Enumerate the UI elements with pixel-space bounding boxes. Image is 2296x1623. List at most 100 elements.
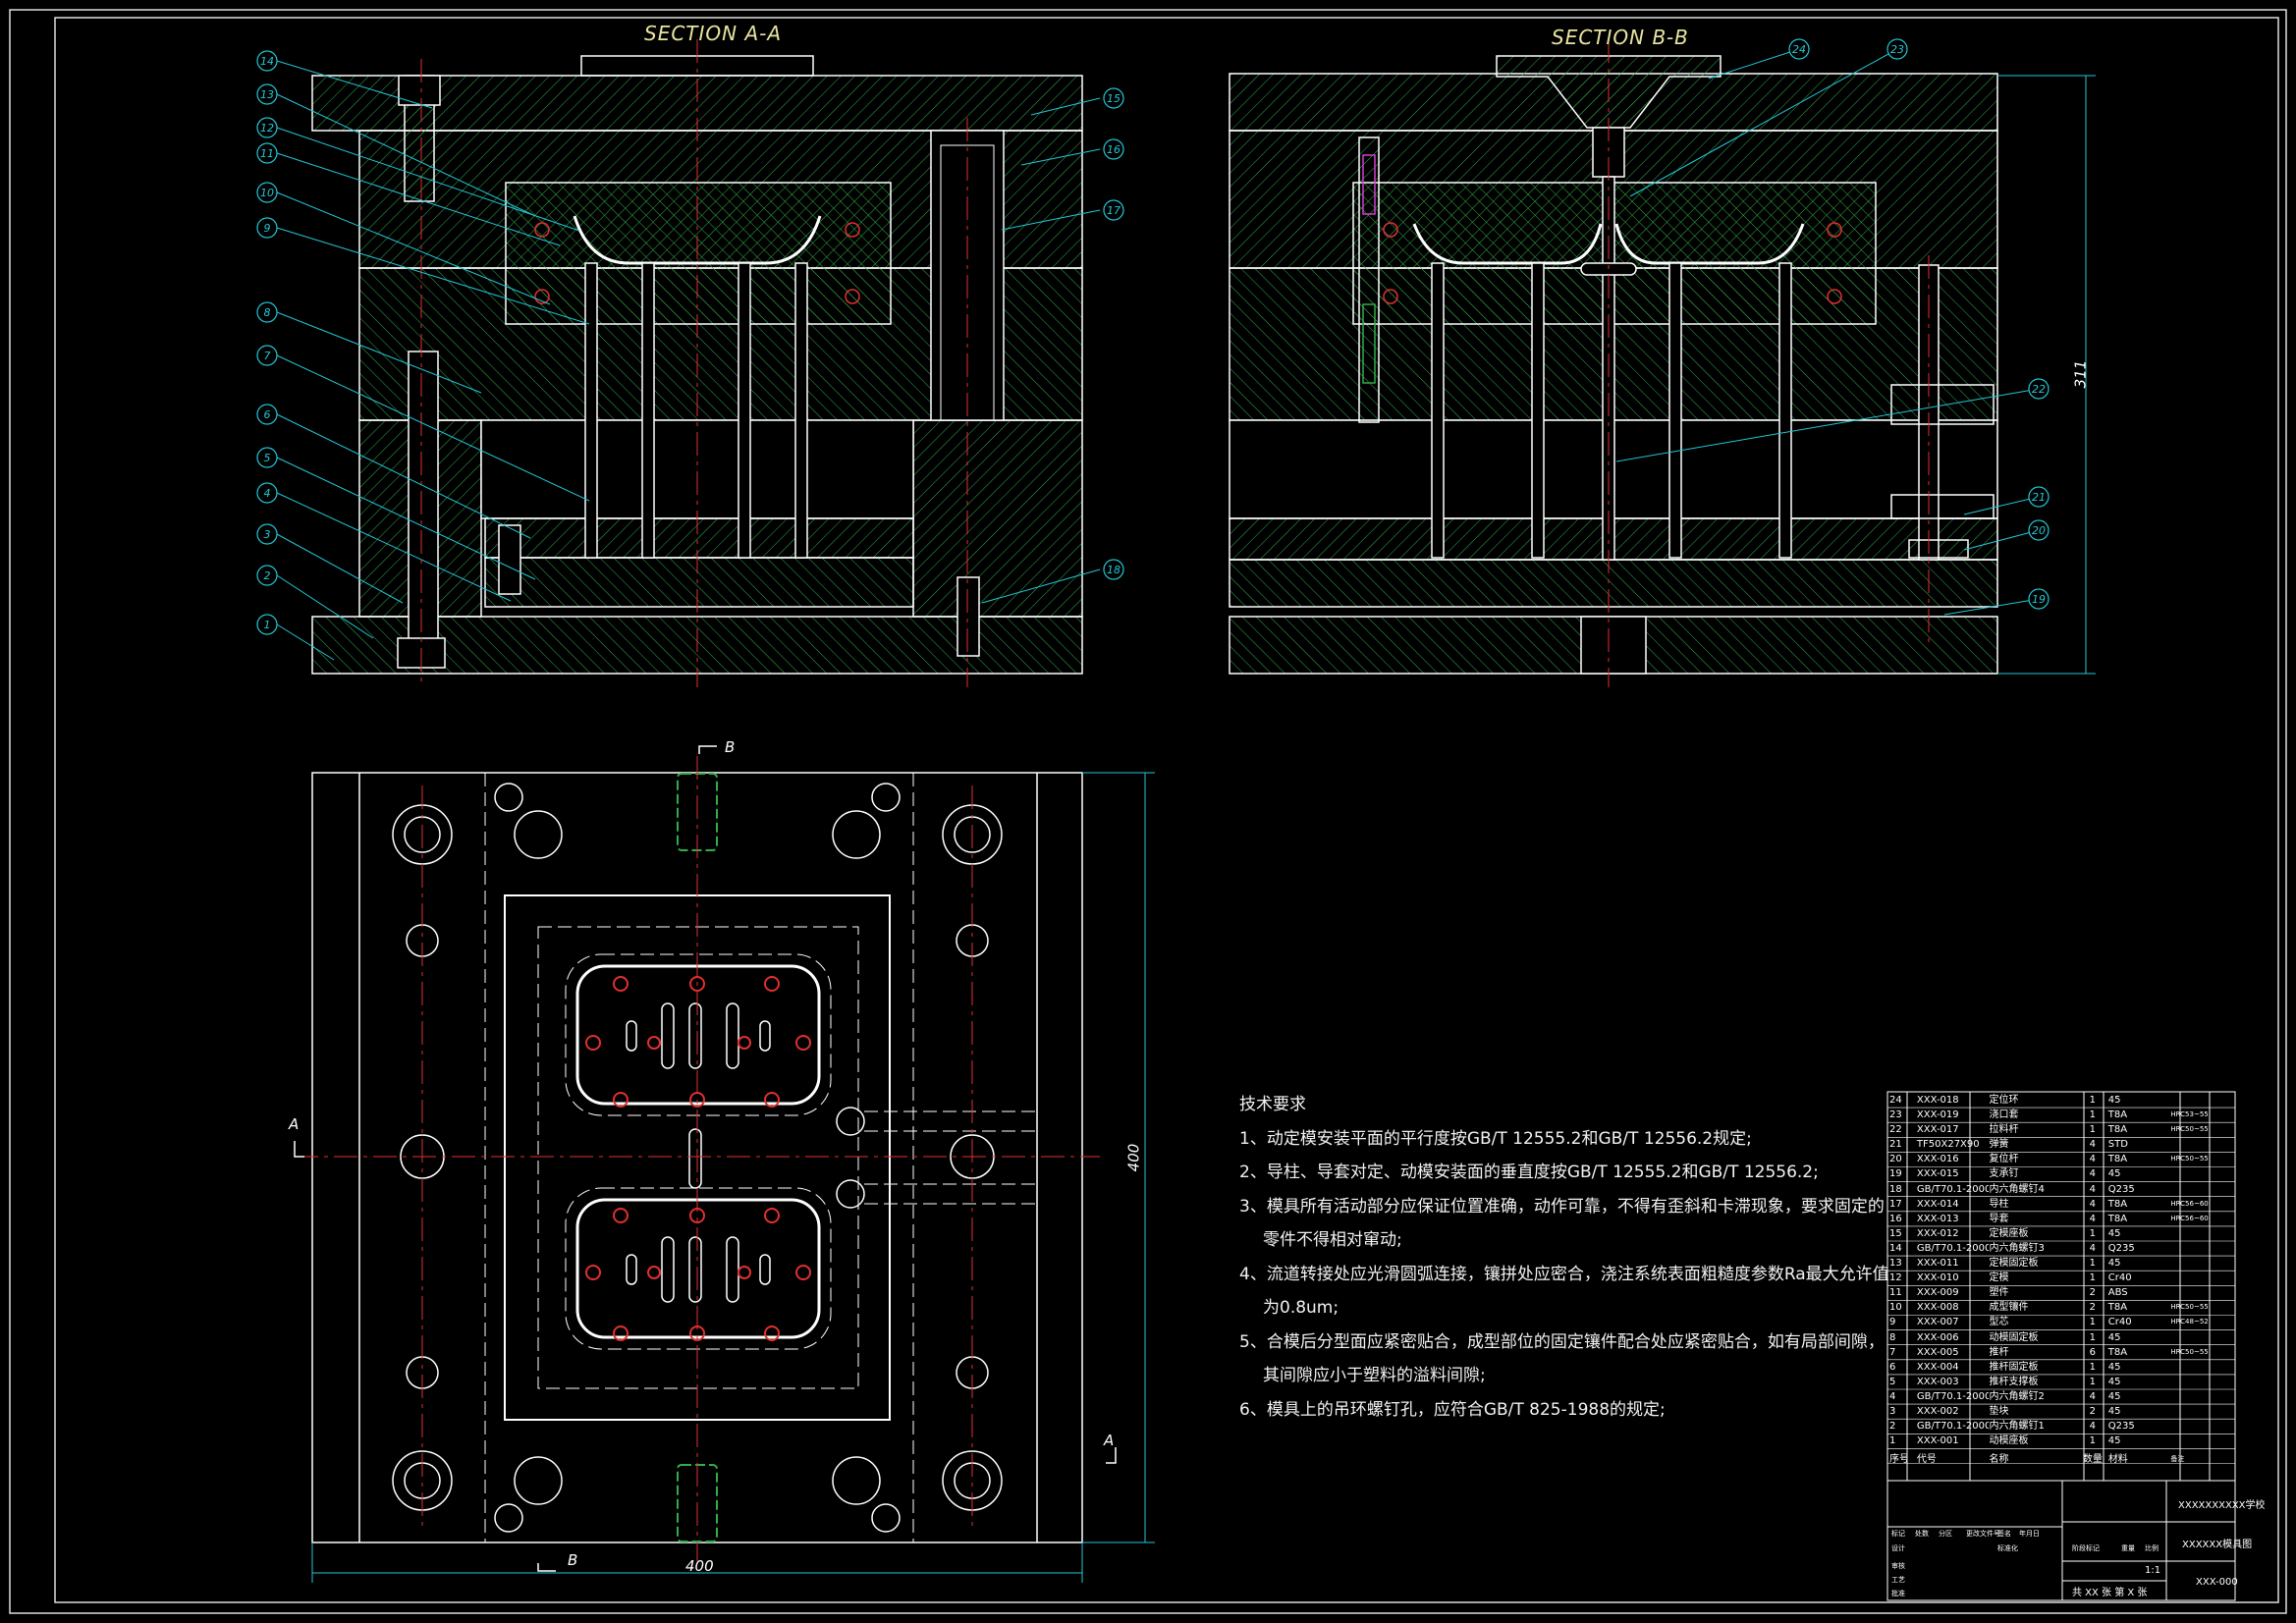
title-scale: 1:1 xyxy=(2145,1565,2161,1576)
bom-cell-qty: 1 xyxy=(2089,1109,2097,1121)
title-block-label: 设计 xyxy=(1891,1544,1905,1552)
bom-grid xyxy=(1886,1091,2236,1601)
balloon-number: 6 xyxy=(264,408,271,421)
bom-cell-no: 19 xyxy=(1889,1168,1902,1180)
bom-cell-qty: 1 xyxy=(2089,1124,2097,1136)
bom-cell-mat: Q235 xyxy=(2107,1421,2135,1433)
bom-cell-no: 20 xyxy=(1889,1154,1902,1165)
bom-cell-no: 21 xyxy=(1889,1139,1902,1151)
balloon-number: 1 xyxy=(264,619,271,631)
title-school: XXXXXXXXXX学校 xyxy=(2178,1500,2266,1511)
balloon-circle xyxy=(1103,559,1124,580)
balloon-number: 21 xyxy=(2032,491,2046,504)
section-aa-view xyxy=(276,39,1101,687)
bom-cell-rem xyxy=(2170,1166,2235,1181)
technical-requirements-heading: 技术要求 xyxy=(1239,1095,1306,1114)
bom-cell-rem xyxy=(2170,1404,2235,1419)
bom-cell-mat: 45 xyxy=(2107,1331,2121,1343)
balloon-circle xyxy=(256,482,278,504)
balloon-circle xyxy=(256,83,278,105)
tech-req-item: 6、模具上的吊环螺钉孔，应符合GB/T 825-1988的规定; xyxy=(1239,1399,1666,1420)
bom-cell-name: 内六角螺钉2 xyxy=(1989,1390,2045,1402)
bom-cell-mat: 45 xyxy=(2107,1095,2121,1106)
bom-header-rem: 备注 xyxy=(2170,1455,2185,1463)
bom-cell-name: 内六角螺钉1 xyxy=(1989,1421,2045,1433)
bom-cell-name: 弹簧 xyxy=(1989,1139,2009,1151)
bom-cell-name: 定模座板 xyxy=(1989,1227,2029,1239)
bom-cell-name: 定模 xyxy=(1989,1272,2009,1284)
bom-cell-no: 3 xyxy=(1889,1405,1896,1417)
balloon-circle xyxy=(1886,38,1908,60)
bom-cell-no: 13 xyxy=(1889,1258,1902,1270)
tech-req-item: 4、流道转接处应光滑圆弧连接，镶拼处应密合，浇注系统表面粗糙度参数Ra最大允许值 xyxy=(1239,1264,1889,1284)
balloon-circle xyxy=(256,182,278,203)
bom-cell-rem xyxy=(2170,1093,2235,1108)
balloon-number: 19 xyxy=(2032,593,2046,606)
bom-cell-mat: STD xyxy=(2107,1139,2128,1151)
bom-cell-qty: 4 xyxy=(2089,1242,2097,1254)
bom-header-row: 序号 代号 名称 数量 材料 备注 xyxy=(1887,1452,2235,1467)
bom-cell-mat: 45 xyxy=(2107,1258,2121,1270)
bom-cell-qty: 1 xyxy=(2089,1435,2097,1447)
bom-cell-name: 内六角螺钉4 xyxy=(1989,1183,2045,1195)
bom-cell-mat: T8A xyxy=(2107,1213,2128,1224)
balloon-number: 16 xyxy=(1107,143,1121,156)
balloon-number: 23 xyxy=(1890,43,1904,56)
title-block-label: 签名 xyxy=(1997,1530,2011,1538)
section-marker-b-bottom: B xyxy=(568,1551,578,1569)
bom-cell-code: XXX-007 xyxy=(1916,1317,1959,1328)
title-block-label: 更改文件号 xyxy=(1966,1530,2000,1538)
balloon-number: 8 xyxy=(264,306,271,319)
dimension-311: 311 xyxy=(2071,359,2090,389)
bom-cell-qty: 1 xyxy=(2089,1361,2097,1373)
section-marker-b-top: B xyxy=(725,738,736,756)
balloon-circle xyxy=(2028,588,2050,610)
bom-cell-mat: 45 xyxy=(2107,1405,2121,1417)
bom-cell-qty: 4 xyxy=(2089,1168,2097,1180)
bom-row-lines xyxy=(1887,1107,2235,1464)
bom-cell-rem: HRC50~55 xyxy=(2170,1347,2209,1356)
bom-cell-rem: HRC50~55 xyxy=(2170,1303,2209,1312)
bom-cell-name: 复位杆 xyxy=(1989,1154,2019,1165)
bom-cell-name: 型芯 xyxy=(1989,1317,2009,1328)
balloon-circle xyxy=(256,217,278,239)
title-block-label: 阶段标记 xyxy=(2072,1544,2100,1552)
bom-cell-no: 7 xyxy=(1889,1346,1896,1358)
bom-cell-no: 1 xyxy=(1889,1435,1896,1447)
bom-cell-qty: 2 xyxy=(2089,1302,2097,1314)
bom-cell-no: 15 xyxy=(1889,1227,1902,1239)
bom-cell-code: GB/T70.1-2000 xyxy=(1916,1390,1990,1402)
bom-cell-no: 5 xyxy=(1889,1376,1896,1387)
balloon-number: 22 xyxy=(2032,383,2046,396)
bom-cell-name: 拉料杆 xyxy=(1989,1124,2019,1136)
bom-cell-mat: Q235 xyxy=(2107,1242,2135,1254)
balloon-number: 3 xyxy=(264,528,271,541)
bom-cell-mat: T8A xyxy=(2107,1302,2128,1314)
tech-req-item: 5、合模后分型面应紧密贴合，成型部位的固定镶件配合处应紧密贴合，如有局部间隙， xyxy=(1239,1331,1885,1352)
bom-cell-mat: 45 xyxy=(2107,1168,2121,1180)
section-marker-a-left: A xyxy=(289,1115,300,1133)
title-block-label: 年月日 xyxy=(2019,1530,2040,1538)
bom-cell-qty: 2 xyxy=(2089,1287,2097,1299)
bom-cell-rem xyxy=(2170,1241,2235,1256)
title-block-label: 标准化 xyxy=(1997,1544,2018,1552)
bom-header-name: 名称 xyxy=(1989,1454,2009,1465)
bom-cell-code: XXX-013 xyxy=(1916,1213,1959,1224)
bom-cell-code: XXX-010 xyxy=(1916,1272,1959,1284)
bom-cell-code: XXX-014 xyxy=(1916,1198,1959,1210)
bom-cell-code: XXX-017 xyxy=(1916,1124,1959,1136)
bom-cell-code: XXX-012 xyxy=(1916,1227,1959,1239)
bom-cell-no: 23 xyxy=(1889,1109,1902,1121)
title-block-label: 标记 xyxy=(1891,1530,1905,1538)
bom-cell-no: 14 xyxy=(1889,1242,1902,1254)
